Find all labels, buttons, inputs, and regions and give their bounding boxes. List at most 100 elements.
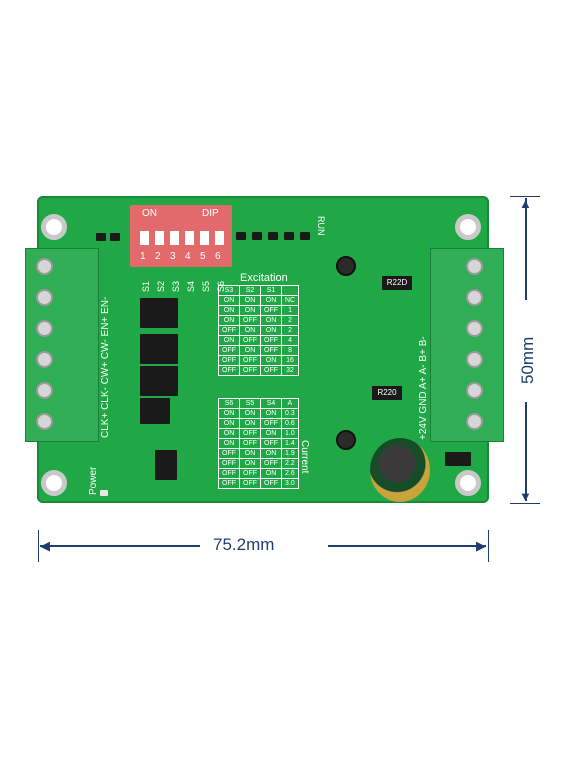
terminal-label-en-plus: EN+ bbox=[100, 316, 111, 337]
dimension-line bbox=[40, 545, 200, 547]
smd-component bbox=[110, 233, 120, 241]
screw-icon bbox=[336, 256, 356, 276]
table-header: A bbox=[281, 398, 299, 409]
arrow-left-icon: ◀ bbox=[40, 538, 50, 553]
power-label: Power bbox=[88, 466, 99, 495]
power-resistor: R22D bbox=[382, 276, 412, 290]
smd-component bbox=[252, 232, 262, 240]
screw-icon bbox=[36, 289, 53, 306]
mounting-hole bbox=[455, 470, 481, 496]
screw-icon bbox=[466, 289, 483, 306]
table-header: S5 bbox=[239, 398, 261, 409]
arrow-down-icon: ▼ bbox=[519, 489, 532, 504]
screw-icon bbox=[466, 258, 483, 275]
smd-component bbox=[268, 232, 278, 240]
dimension-tick bbox=[38, 530, 39, 562]
table-header: S4 bbox=[260, 398, 282, 409]
dimension-line bbox=[328, 545, 486, 547]
screw-icon bbox=[36, 382, 53, 399]
optocoupler-chip bbox=[140, 366, 178, 396]
terminal-label-a-plus: A+ bbox=[418, 376, 429, 390]
power-resistor: R220 bbox=[372, 386, 402, 400]
screw-icon bbox=[466, 320, 483, 337]
dimension-line bbox=[525, 402, 527, 501]
table-header: S1 bbox=[260, 285, 282, 296]
screw-icon bbox=[336, 430, 356, 450]
dimension-tick bbox=[510, 503, 540, 504]
screw-icon bbox=[466, 413, 483, 430]
left-terminal-labels: CLK+ CLK- CW+ CW- EN+ EN- bbox=[100, 297, 111, 438]
terminal-label-clk-minus: CLK- bbox=[100, 387, 111, 410]
mounting-hole bbox=[41, 214, 67, 240]
screw-icon bbox=[36, 413, 53, 430]
dip-number-3: 3 bbox=[170, 251, 176, 262]
terminal-label-a-minus: A- bbox=[418, 364, 429, 375]
switch-label-s1: S1 bbox=[141, 280, 151, 292]
dip-number-4: 4 bbox=[185, 251, 191, 262]
terminal-label-cw-minus: CW- bbox=[100, 339, 111, 360]
right-terminal-block bbox=[430, 248, 504, 442]
power-led bbox=[100, 490, 108, 496]
switch-label-s3: S3 bbox=[171, 280, 181, 292]
dip-on-label: ON bbox=[142, 208, 157, 219]
dip-number-1: 1 bbox=[140, 251, 146, 262]
current-label: Current bbox=[299, 440, 310, 474]
switch-label-s4: S4 bbox=[186, 280, 196, 292]
dip-number-2: 2 bbox=[155, 251, 161, 262]
arrow-up-icon: ▲ bbox=[519, 196, 532, 211]
optocoupler-chip bbox=[140, 298, 178, 328]
dip-switch: ON DIP 1 2 3 4 5 6 bbox=[130, 205, 232, 267]
right-terminal-labels: +24V GND A+ A- B+ B- bbox=[418, 336, 429, 440]
dip-label: DIP bbox=[202, 208, 219, 219]
table-header: S3 bbox=[218, 285, 240, 296]
terminal-label-b-minus: B- bbox=[418, 336, 429, 347]
table-header: S2 bbox=[239, 285, 261, 296]
height-dimension-label: 50mm bbox=[518, 336, 537, 384]
regulator-chip bbox=[155, 450, 177, 480]
smd-component bbox=[96, 233, 106, 241]
terminal-label-en-minus: EN- bbox=[100, 296, 111, 314]
terminal-label-clk-plus: CLK+ bbox=[100, 412, 111, 438]
excitation-label: Excitation bbox=[240, 272, 288, 284]
terminal-label-b-plus: B+ bbox=[418, 349, 429, 362]
dip-toggle-4 bbox=[185, 231, 194, 245]
dip-toggle-3 bbox=[170, 231, 179, 245]
terminal-label-gnd: GND bbox=[418, 391, 429, 414]
mounting-hole bbox=[455, 214, 481, 240]
dip-toggle-1 bbox=[140, 231, 149, 245]
driver-chip bbox=[140, 398, 170, 424]
dip-toggle-5 bbox=[200, 231, 209, 245]
screw-icon bbox=[36, 258, 53, 275]
smd-component bbox=[284, 232, 294, 240]
dimension-tick bbox=[510, 196, 540, 197]
dip-number-5: 5 bbox=[200, 251, 206, 262]
run-label: RUN bbox=[316, 216, 326, 236]
switch-label-s5: S5 bbox=[201, 280, 211, 292]
screw-icon bbox=[36, 351, 53, 368]
optocoupler-chip bbox=[140, 334, 178, 364]
mounting-hole bbox=[41, 470, 67, 496]
dimension-tick bbox=[488, 530, 489, 562]
dip-toggle-6 bbox=[215, 231, 224, 245]
width-dimension-label: 75.2mm bbox=[213, 535, 275, 554]
left-terminal-block bbox=[25, 248, 99, 442]
electrolytic-capacitor bbox=[370, 438, 430, 502]
dip-number-6: 6 bbox=[215, 251, 221, 262]
switch-label-s2: S2 bbox=[156, 280, 166, 292]
